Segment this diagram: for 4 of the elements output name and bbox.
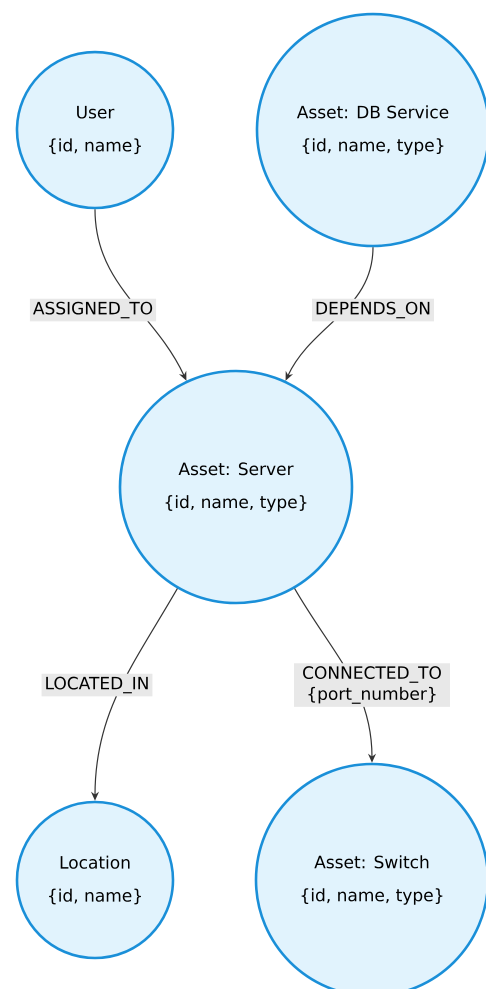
edge-label: ASSIGNED_TO xyxy=(30,298,156,322)
edge-label: DEPENDS_ON xyxy=(312,298,434,322)
edge-label: CONNECTED_TO {port_number} xyxy=(294,663,450,707)
edge-label: LOCATED_IN xyxy=(42,674,152,696)
